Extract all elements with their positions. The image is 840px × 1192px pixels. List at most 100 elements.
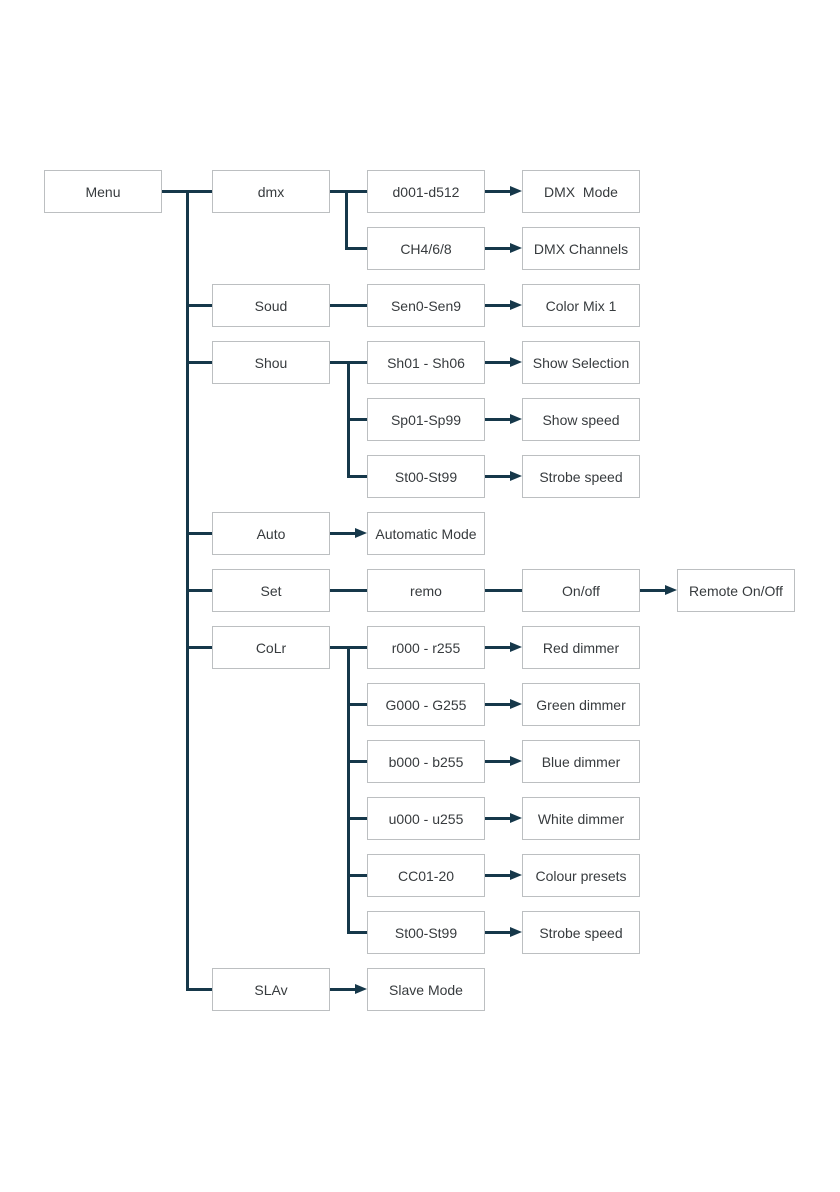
node-label: Blue dimmer (541, 753, 621, 770)
node-label: Strobe speed (539, 468, 623, 485)
node-label: b000 - b255 (388, 753, 464, 770)
node-greendim: Green dimmer (522, 683, 640, 726)
connector-line (330, 190, 367, 193)
node-colpresets: Colour presets (522, 854, 640, 897)
arrow-head-icon (510, 756, 522, 766)
node-dmxmode: DMX Mode (522, 170, 640, 213)
connector-line (485, 247, 512, 250)
arrow-head-icon (510, 243, 522, 253)
connector-line (348, 475, 367, 478)
node-label: Sp01-Sp99 (390, 411, 462, 428)
arrow-head-icon (665, 585, 677, 595)
node-label: Slave Mode (389, 981, 463, 998)
connector-line (346, 247, 367, 250)
node-label: DMX Channels (533, 240, 629, 257)
node-label: White dimmer (537, 810, 625, 827)
node-set: Set (212, 569, 330, 612)
node-label: G000 - G255 (385, 696, 467, 713)
node-label: CoLr (255, 639, 287, 656)
arrow-head-icon (510, 186, 522, 196)
node-shou: Shou (212, 341, 330, 384)
connector-line (330, 304, 367, 307)
connector-line (348, 703, 367, 706)
arrow-head-icon (355, 984, 367, 994)
connector-line (346, 646, 350, 934)
connector-line (348, 931, 367, 934)
node-dmxch: DMX Channels (522, 227, 640, 270)
node-bluedim: Blue dimmer (522, 740, 640, 783)
connector-line (485, 931, 512, 934)
node-label: u000 - u255 (388, 810, 464, 827)
node-r000: r000 - r255 (367, 626, 485, 669)
connector-line (187, 589, 212, 592)
node-colormix: Color Mix 1 (522, 284, 640, 327)
arrow-head-icon (510, 699, 522, 709)
connector-line (330, 589, 367, 592)
node-label: Green dimmer (536, 696, 626, 713)
node-slavemode: Slave Mode (367, 968, 485, 1011)
node-label: St00-St99 (394, 924, 458, 941)
node-label: Soud (254, 297, 288, 314)
node-label: DMX Mode (544, 183, 618, 200)
node-sen: Sen0-Sen9 (367, 284, 485, 327)
connector-line (485, 817, 512, 820)
node-label: SLAv (254, 981, 288, 998)
arrow-head-icon (510, 414, 522, 424)
connector-line (485, 760, 512, 763)
node-label: Strobe speed (539, 924, 623, 941)
connector-line (485, 874, 512, 877)
node-u000: u000 - u255 (367, 797, 485, 840)
connector-line (330, 532, 357, 535)
node-label: Automatic Mode (375, 525, 477, 542)
node-label: Shou (254, 354, 288, 371)
node-ch468: CH4/6/8 (367, 227, 485, 270)
arrow-head-icon (510, 300, 522, 310)
node-remo: remo (367, 569, 485, 612)
node-b000: b000 - b255 (367, 740, 485, 783)
connector-line (348, 817, 367, 820)
node-menu: Menu (44, 170, 162, 213)
node-remote: Remote On/Off (677, 569, 795, 612)
node-onoff: On/off (522, 569, 640, 612)
node-d001: d001-d512 (367, 170, 485, 213)
node-strobe1: Strobe speed (522, 455, 640, 498)
arrow-head-icon (510, 870, 522, 880)
connector-line (187, 532, 212, 535)
connector-line (348, 760, 367, 763)
arrow-head-icon (355, 528, 367, 538)
node-whitedim: White dimmer (522, 797, 640, 840)
node-label: Red dimmer (542, 639, 620, 656)
node-sp01: Sp01-Sp99 (367, 398, 485, 441)
connector-line (485, 589, 522, 592)
node-label: Sh01 - Sh06 (387, 354, 465, 371)
node-label: On/off (562, 582, 600, 599)
node-reddim: Red dimmer (522, 626, 640, 669)
node-label: Color Mix 1 (545, 297, 617, 314)
connector-line (187, 361, 212, 364)
connector-line (187, 304, 212, 307)
node-showspeed: Show speed (522, 398, 640, 441)
arrow-head-icon (510, 927, 522, 937)
connector-line (485, 304, 512, 307)
node-label: CC01-20 (397, 867, 455, 884)
connector-line (330, 988, 357, 991)
node-label: Show speed (542, 411, 620, 428)
node-sh01: Sh01 - Sh06 (367, 341, 485, 384)
node-st00a: St00-St99 (367, 455, 485, 498)
node-label: St00-St99 (394, 468, 458, 485)
connector-line (485, 475, 512, 478)
arrow-head-icon (510, 471, 522, 481)
connector-line (187, 988, 212, 991)
node-auto: Auto (212, 512, 330, 555)
node-label: Auto (256, 525, 286, 542)
node-label: d001-d512 (392, 183, 460, 200)
node-showsel: Show Selection (522, 341, 640, 384)
node-label: r000 - r255 (391, 639, 461, 656)
connector-line (485, 703, 512, 706)
node-label: Menu (85, 183, 121, 200)
node-label: Set (260, 582, 282, 599)
node-st00b: St00-St99 (367, 911, 485, 954)
node-label: Show Selection (532, 354, 630, 371)
node-dmx: dmx (212, 170, 330, 213)
